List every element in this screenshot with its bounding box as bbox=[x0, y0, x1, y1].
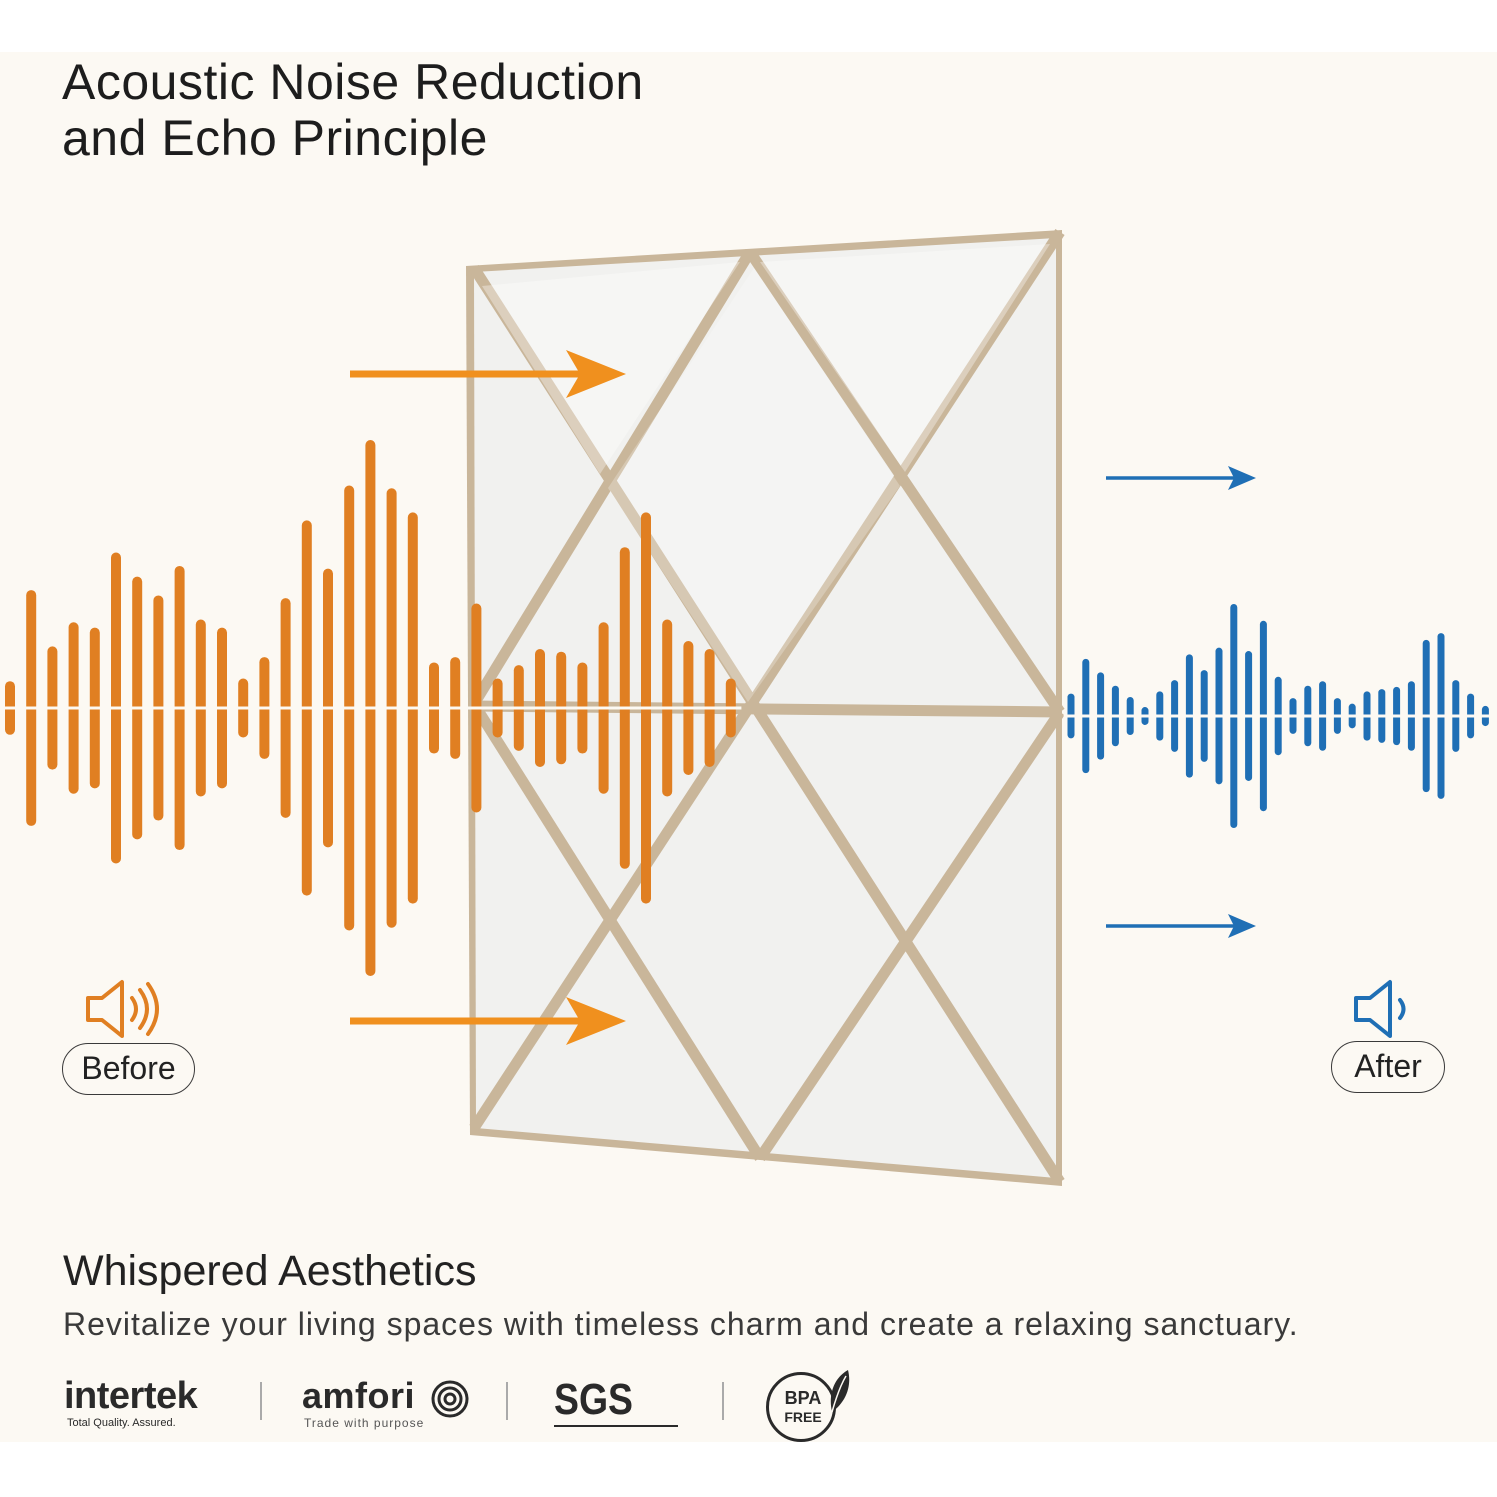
leaf-icon bbox=[830, 1370, 850, 1413]
bpa-text: BPA bbox=[784, 1388, 822, 1408]
badge-divider bbox=[506, 1382, 508, 1420]
intertek-name: intertek bbox=[64, 1375, 198, 1417]
arrow-out-top bbox=[1106, 466, 1256, 490]
speaker-quiet-icon bbox=[1354, 980, 1406, 1038]
amfori-name: amfori bbox=[302, 1375, 416, 1416]
arrow-in-bottom bbox=[350, 997, 626, 1045]
sgs-name: SGS bbox=[554, 1375, 633, 1424]
title-line-2: and Echo Principle bbox=[62, 110, 488, 166]
before-label: Before bbox=[62, 1043, 195, 1095]
certification-badges: intertek Total Quality. Assured. amfori … bbox=[62, 1368, 882, 1448]
free-text: FREE bbox=[784, 1409, 822, 1425]
page-title: Acoustic Noise Reduction and Echo Princi… bbox=[62, 54, 644, 166]
quiet-waveform bbox=[1063, 604, 1493, 828]
sgs-logo: SGS bbox=[554, 1375, 678, 1427]
bpa-free-badge: BPA FREE bbox=[764, 1368, 854, 1446]
section-subtitle: Whispered Aesthetics bbox=[63, 1247, 477, 1295]
amfori-tagline: Trade with purpose bbox=[304, 1416, 425, 1430]
section-description: Revitalize your living spaces with timel… bbox=[63, 1306, 1299, 1342]
acoustic-panel bbox=[466, 228, 1065, 1186]
panel-facet bbox=[608, 268, 900, 702]
badge-divider bbox=[722, 1382, 724, 1420]
arrow-out-bottom bbox=[1106, 914, 1256, 938]
loud-waveform bbox=[0, 440, 742, 976]
amfori-logo: amfori Trade with purpose bbox=[302, 1375, 469, 1430]
intertek-tagline: Total Quality. Assured. bbox=[67, 1417, 176, 1429]
sgs-underline bbox=[554, 1425, 678, 1427]
panel-grooves bbox=[469, 228, 1065, 1185]
badge-divider bbox=[260, 1382, 262, 1420]
after-label: After bbox=[1331, 1041, 1445, 1093]
speaker-loud-icon bbox=[86, 980, 159, 1038]
amfori-ring-icon bbox=[431, 1380, 469, 1418]
arrow-in-top bbox=[350, 350, 626, 398]
title-line-1: Acoustic Noise Reduction bbox=[62, 54, 644, 110]
intertek-logo: intertek Total Quality. Assured. bbox=[64, 1375, 198, 1430]
panel-facet bbox=[760, 244, 1050, 472]
